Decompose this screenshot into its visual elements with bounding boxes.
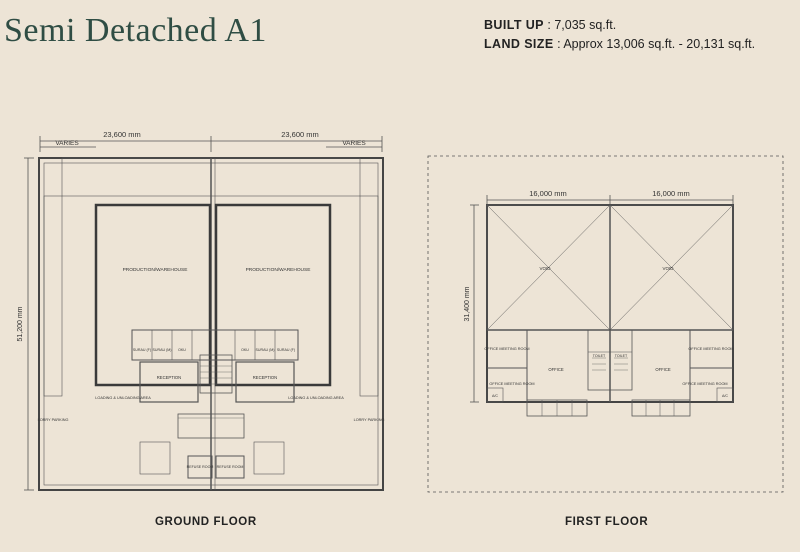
ground-floor-text: 23,600 mm 23,600 mm VARIES VARIES 51,200… xyxy=(17,130,384,469)
office-meeting-bottom-right: OFFICE MEETING ROOM xyxy=(682,382,727,386)
warehouse-left xyxy=(94,203,212,387)
refuse-room-left-label: REFUSE ROOM xyxy=(187,465,214,469)
built-up-row: BUILT UP : 7,035 sq.ft. xyxy=(484,16,755,35)
ground-floor-plan xyxy=(24,136,384,491)
loading-area-right: LOADING & UNLOADING AREA xyxy=(288,396,344,400)
office-meeting-top-right: OFFICE MEETING ROOM xyxy=(688,347,733,351)
ground-dim-height: 51,200 mm xyxy=(17,306,24,341)
ac-left: A/C xyxy=(492,394,498,398)
reception-left: RECEPTION xyxy=(157,375,181,380)
office-meeting-top-left: OFFICE MEETING ROOM xyxy=(484,347,529,351)
loading-area-left: LOADING & UNLOADING AREA xyxy=(95,396,151,400)
void-right: VOID xyxy=(662,266,674,271)
oku-left: OKU xyxy=(178,348,186,352)
office-meeting-bottom-left: OFFICE MEETING ROOM xyxy=(489,382,534,386)
office-right: OFFICE xyxy=(655,367,671,372)
refuse-room-left xyxy=(187,455,213,479)
first-dim-right: 16,000 mm xyxy=(652,189,690,198)
reception-right: RECEPTION xyxy=(253,375,277,380)
built-up-value: : 7,035 sq.ft. xyxy=(547,18,617,32)
land-size-row: LAND SIZE : Approx 13,006 sq.ft. - 20,13… xyxy=(484,35,755,54)
ac-right: A/C xyxy=(722,394,728,398)
lorry-parking-right: LORRY PARKING xyxy=(354,418,385,422)
production-warehouse-left: PRODUCTION/WAREHOUSE xyxy=(123,267,188,273)
surau-f-left: SURAU (F) xyxy=(133,348,151,352)
first-floor-dashed-boundary xyxy=(427,155,784,493)
oku-right: OKU xyxy=(241,348,249,352)
specs-block: BUILT UP : 7,035 sq.ft. LAND SIZE : Appr… xyxy=(484,16,755,54)
office-left: OFFICE xyxy=(548,367,564,372)
refuse-room-right xyxy=(215,455,245,479)
first-floor-label: FIRST FLOOR xyxy=(565,516,649,528)
first-dim-left: 16,000 mm xyxy=(529,189,567,198)
page-title: Semi Detached A1 xyxy=(4,12,267,49)
production-warehouse-right: PRODUCTION/WAREHOUSE xyxy=(246,267,311,273)
refuse-room-right-label: REFUSE ROOM xyxy=(217,465,244,469)
warehouse-right xyxy=(214,203,332,387)
reception-left-room xyxy=(139,361,199,403)
toilet-left: TOILET xyxy=(593,354,606,358)
surau-m-left: SURAU (M) xyxy=(153,348,172,352)
land-size-value: : Approx 13,006 sq.ft. - 20,131 sq.ft. xyxy=(557,37,756,51)
void-left: VOID xyxy=(539,266,551,271)
land-size-label: LAND SIZE xyxy=(484,37,554,51)
built-up-label: BUILT UP xyxy=(484,18,544,32)
surau-m-right: SURAU (M) xyxy=(256,348,275,352)
ground-varies-right: VARIES xyxy=(342,140,366,147)
ground-floor-label: GROUND FLOOR xyxy=(155,516,257,528)
lorry-parking-left: LORRY PARKING xyxy=(38,418,69,422)
reception-right-room xyxy=(235,361,295,403)
ground-varies-left: VARIES xyxy=(55,140,79,147)
first-dim-height: 31,400 mm xyxy=(464,286,471,321)
first-floor-plan xyxy=(427,155,784,493)
ground-dim-left: 23,600 mm xyxy=(103,130,141,139)
surau-f-right: SURAU (F) xyxy=(277,348,295,352)
ground-dim-right: 23,600 mm xyxy=(281,130,319,139)
toilet-right: TOILET xyxy=(615,354,628,358)
first-floor-text: 16,000 mm 16,000 mm 31,400 mm VOID VOID … xyxy=(464,189,734,398)
